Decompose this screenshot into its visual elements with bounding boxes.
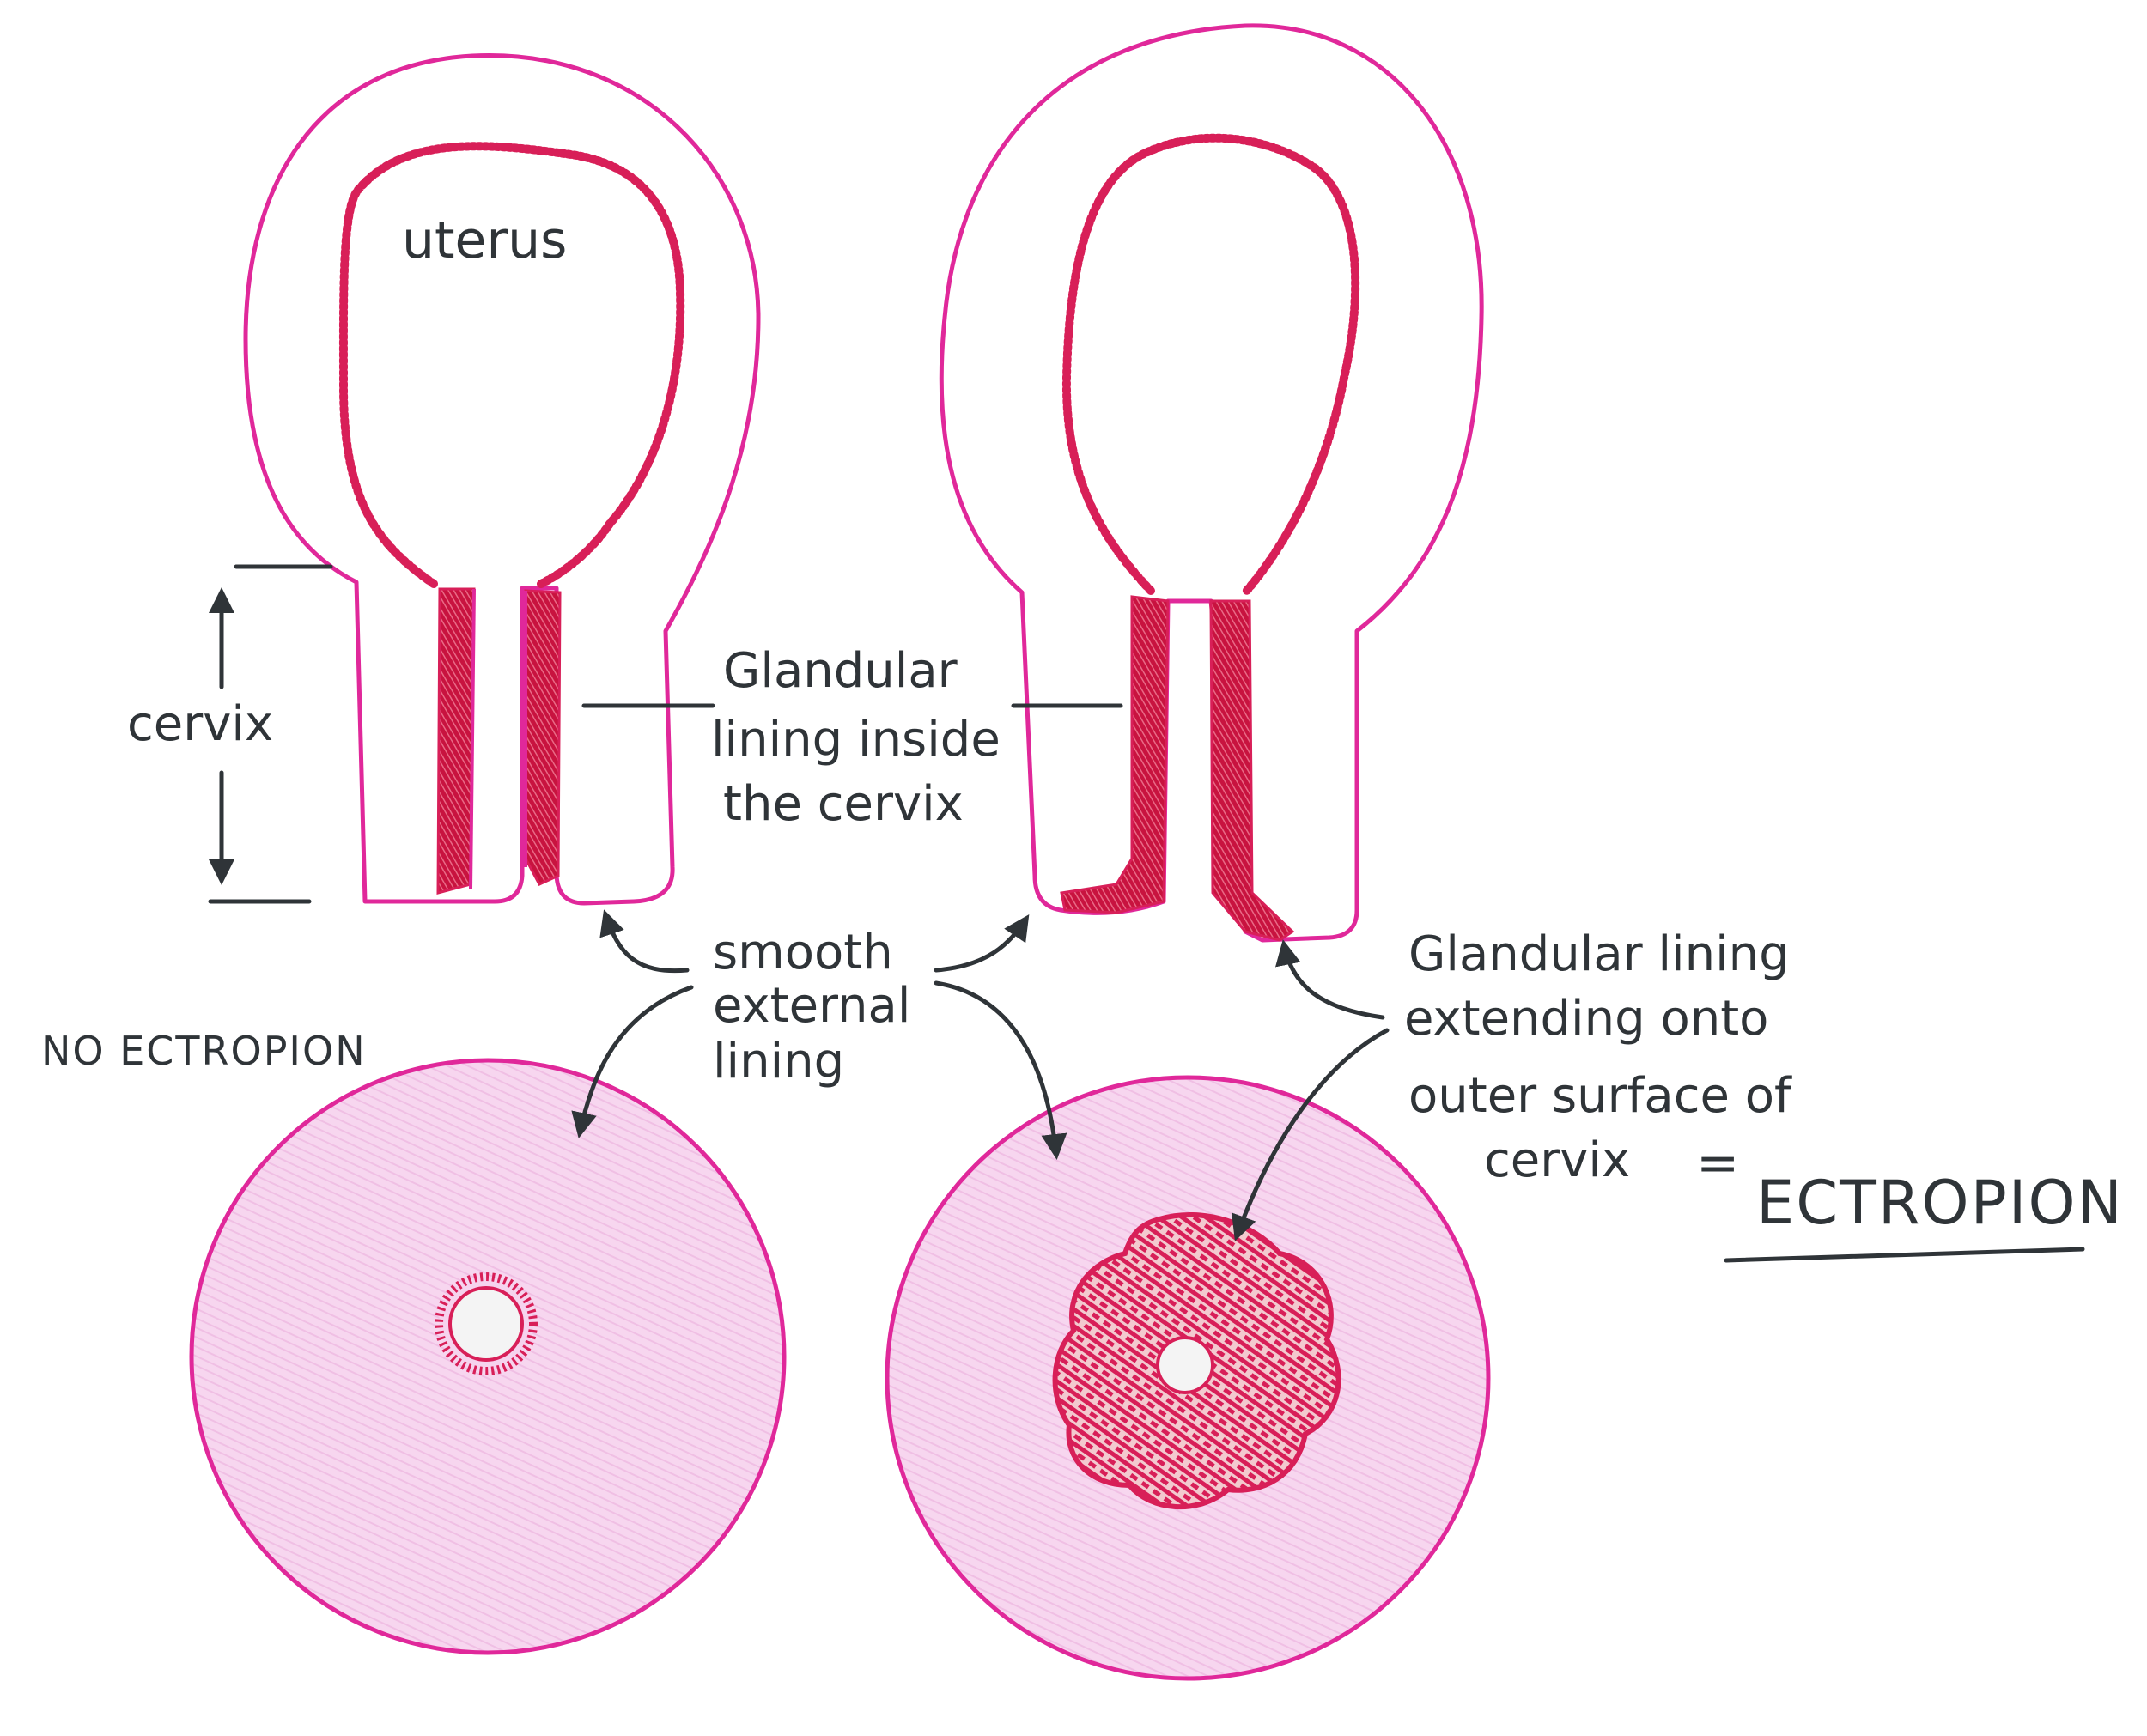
label-smooth-1: smooth — [713, 925, 893, 980]
cervix-face-normal — [189, 1058, 787, 1655]
cervical-canal-lining-right — [1209, 599, 1295, 942]
uterus-normal — [243, 53, 761, 906]
ectropion-underline — [1724, 1247, 2085, 1263]
label-ext-1: Glandular lining — [1408, 926, 1790, 982]
label-ext-3: outer surface of — [1408, 1068, 1792, 1124]
smooth-arrow-3 — [934, 914, 1030, 973]
smooth-arrow-1 — [599, 909, 690, 974]
external-os — [448, 1286, 524, 1362]
uterus-ectropion — [939, 23, 1484, 943]
smooth-arrow-4 — [934, 980, 1067, 1160]
label-glandular-inside-3: the cervix — [723, 776, 964, 832]
label-glandular-inside-1: Glandular — [723, 643, 958, 699]
ectropion-arrow-2 — [1232, 1028, 1390, 1241]
external-os — [1156, 1336, 1214, 1394]
cervical-canal-lining-left — [1060, 595, 1170, 914]
labels: uterus cervix Glandular lining inside th… — [41, 210, 2124, 1238]
uterus-outer-wall — [243, 53, 761, 906]
label-equals: = — [1696, 1133, 1739, 1193]
label-cervix: cervix — [127, 696, 273, 752]
label-glandular-inside-2: lining inside — [711, 712, 1001, 768]
label-ectropion: ECTROPION — [1756, 1168, 2124, 1238]
label-smooth-2: external — [713, 978, 910, 1034]
smooth-arrow-2 — [571, 985, 694, 1138]
cervical-canal-lining-left — [436, 587, 476, 895]
annotation-lines — [208, 564, 2085, 1263]
ectropion-arrow-1 — [1275, 939, 1385, 1020]
label-no-ectropion: NO ECTROPION — [41, 1028, 367, 1074]
uterus-cavity-lining — [338, 142, 685, 588]
label-ext-4: cervix — [1484, 1132, 1630, 1188]
cervix-face-ectropion — [885, 1075, 1491, 1681]
label-ext-2: extending onto — [1404, 991, 1768, 1047]
canal-line-left — [469, 588, 476, 889]
label-smooth-3: lining — [713, 1034, 844, 1090]
cervical-canal-lining-right — [524, 589, 562, 886]
label-uterus: uterus — [402, 210, 567, 270]
uterus-cavity-lining — [1061, 133, 1360, 597]
